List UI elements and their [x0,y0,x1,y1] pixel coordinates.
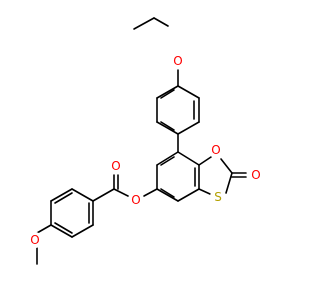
bond-lines [36,17,247,265]
bond [50,188,73,202]
bond [50,224,73,238]
bond [156,151,179,166]
bond [113,188,129,197]
bond [54,222,73,234]
bond [36,224,52,234]
ethoxy-oxygen: O [170,53,186,69]
bond [225,172,233,194]
carbonyl-oxygen: O [248,167,264,183]
ester-carbonyl-oxygen: O [108,158,124,174]
chemical-structure: O O O S O O O [27,17,264,265]
bond [198,188,211,195]
bond [54,192,73,204]
bond [156,121,179,135]
bond [177,151,200,166]
ring-sulfur-label: S [214,190,222,204]
bond [156,188,179,202]
bond [71,224,94,238]
bond [143,188,158,197]
ester-oxygen: O [128,192,144,208]
ring-sulfur: S [210,189,226,205]
ester-carbonyl-oxygen-label: O [111,159,120,173]
bond [156,85,179,99]
bond [177,121,200,135]
bond [177,188,200,202]
ester-oxygen-label: O [131,193,140,207]
bond [160,188,175,198]
bond [133,17,155,30]
bond [160,121,175,131]
methoxy-oxygen: O [27,232,43,248]
bond [160,89,175,99]
bond [220,158,233,174]
atom-labels: O O O S O O O [27,53,264,248]
carbonyl-oxygen-label: O [251,168,260,182]
ring-oxygen: O [208,142,224,158]
bond [198,156,212,166]
bond [177,85,200,99]
bond [160,156,175,166]
ring-oxygen-label: O [211,143,220,157]
bond [71,188,94,202]
bond [92,188,115,202]
bond [153,17,169,27]
ethoxy-oxygen-label: O [173,54,182,68]
methoxy-oxygen-label: O [30,233,39,247]
